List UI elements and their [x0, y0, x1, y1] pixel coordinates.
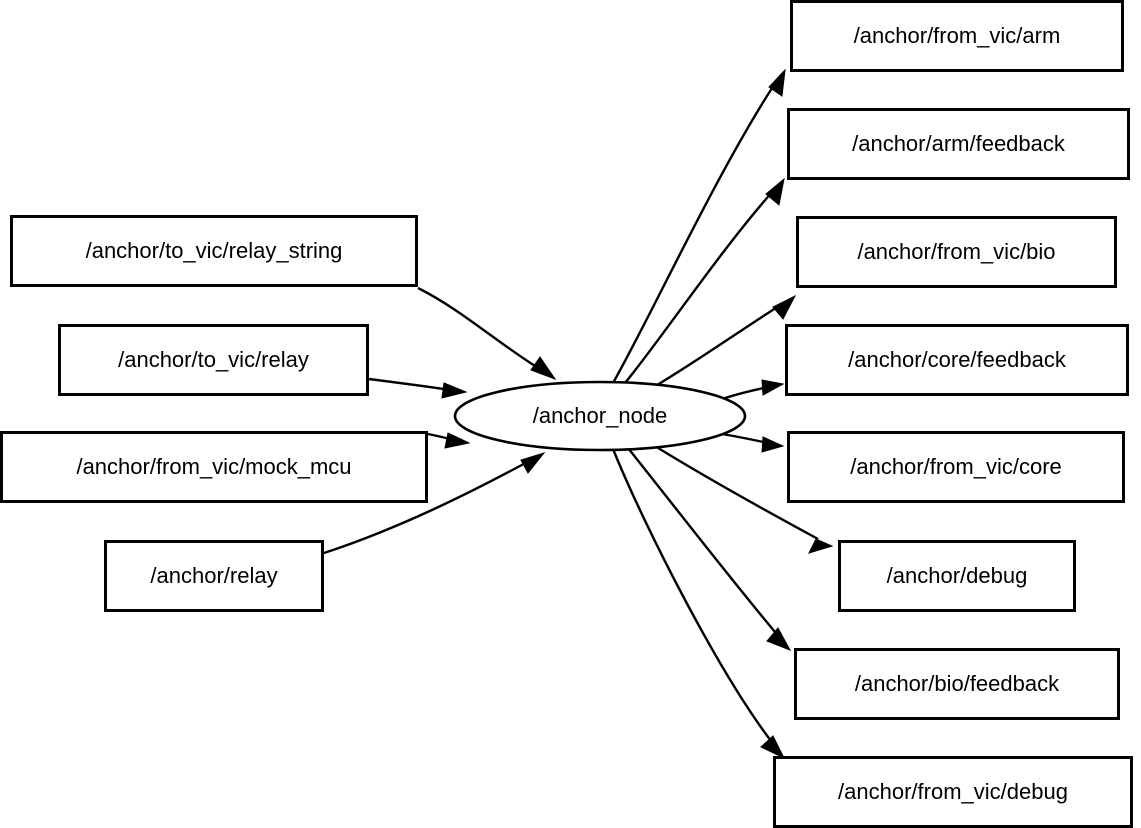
edge-line	[611, 81, 778, 384]
edge-to_vic_relay-to-anchor_node	[368, 377, 468, 399]
node-box-shape[interactable]	[10, 215, 418, 287]
arrowhead-icon	[520, 452, 546, 474]
node-box-shape[interactable]	[787, 431, 1125, 503]
node-from_vic_bio[interactable]: /anchor/from_vic/bio	[796, 216, 1117, 288]
node-box-shape[interactable]	[0, 431, 428, 503]
node-box-shape[interactable]	[787, 108, 1130, 180]
node-box-shape[interactable]	[58, 324, 369, 396]
node-box-shape[interactable]	[790, 0, 1124, 72]
node-box-shape[interactable]	[794, 648, 1120, 720]
node-to_vic_relay_string[interactable]: /anchor/to_vic/relay_string	[10, 215, 418, 287]
arrowhead-icon	[444, 432, 471, 449]
edge-line	[417, 286, 544, 373]
edge-relay-to-anchor_node	[323, 452, 546, 555]
arrowhead-icon	[772, 294, 797, 320]
edge-line	[649, 441, 819, 541]
edge-line	[651, 302, 783, 390]
node-label: /anchor/from_vic/mock_mcu	[76, 454, 351, 479]
arrowhead-icon	[768, 68, 786, 97]
edges-layer	[323, 68, 834, 760]
edge-anchor_node-to-core_feedback	[721, 379, 785, 401]
arrowhead-icon	[760, 735, 786, 760]
node-box-shape[interactable]	[796, 216, 1117, 288]
center-node-label: /anchor_node	[533, 403, 668, 428]
node-label: /anchor/arm/feedback	[852, 131, 1066, 156]
edge-from_vic_mock_mcu-to-anchor_node	[427, 432, 471, 449]
node-ellipse-shape[interactable]	[453, 380, 747, 452]
edge-line	[323, 458, 532, 555]
node-box-shape[interactable]	[773, 756, 1133, 828]
node-arm_feedback[interactable]: /anchor/arm/feedback	[787, 108, 1130, 180]
edge-line	[721, 432, 769, 445]
edge-to_vic_relay_string-to-anchor_node	[417, 286, 557, 381]
edge-line	[627, 447, 781, 639]
node-label: /anchor/from_vic/bio	[857, 239, 1055, 264]
arrowhead-icon	[441, 382, 468, 399]
edge-line	[624, 189, 775, 384]
node-from_vic_mock_mcu[interactable]: /anchor/from_vic/mock_mcu	[0, 431, 428, 503]
edge-anchor_node-to-from_vic_arm	[611, 68, 786, 384]
arrowhead-icon	[761, 379, 785, 396]
node-to_vic_relay[interactable]: /anchor/to_vic/relay	[58, 324, 369, 396]
edge-anchor_node-to-debug	[649, 441, 834, 554]
node-box-shape[interactable]	[785, 324, 1129, 396]
edge-line	[721, 385, 769, 401]
node-relay[interactable]: /anchor/relay	[104, 540, 324, 612]
arrowhead-icon	[808, 538, 834, 554]
node-label: /anchor/to_vic/relay	[118, 347, 309, 372]
edge-anchor_node-to-arm_feedback	[624, 177, 785, 384]
edge-anchor_node-to-bio_feedback	[627, 447, 792, 651]
node-bio_feedback[interactable]: /anchor/bio/feedback	[794, 648, 1120, 720]
edge-anchor_node-to-from_vic_debug	[611, 448, 786, 760]
node-label: /anchor/core/feedback	[848, 347, 1067, 372]
node-label: /anchor/from_vic/arm	[854, 23, 1061, 48]
arrowhead-icon	[765, 177, 785, 206]
arrowhead-icon	[530, 356, 557, 381]
node-core_feedback[interactable]: /anchor/core/feedback	[785, 324, 1129, 396]
edge-line	[368, 377, 452, 392]
node-box-shape[interactable]	[838, 540, 1076, 612]
node-label: /anchor/debug	[887, 563, 1028, 588]
node-label: /anchor/bio/feedback	[855, 671, 1060, 696]
node-from_vic_arm[interactable]: /anchor/from_vic/arm	[790, 0, 1124, 72]
arrowhead-icon	[761, 436, 785, 453]
node-from_vic_core[interactable]: /anchor/from_vic/core	[787, 431, 1125, 503]
node-from_vic_debug[interactable]: /anchor/from_vic/debug	[773, 756, 1133, 828]
node-box-shape[interactable]	[104, 540, 324, 612]
edge-line	[611, 448, 776, 747]
node-label: /anchor/to_vic/relay_string	[86, 238, 343, 263]
arrowhead-icon	[766, 627, 792, 651]
edge-anchor_node-to-from_vic_core	[721, 432, 785, 453]
node-debug[interactable]: /anchor/debug	[838, 540, 1076, 612]
node-label: /anchor/relay	[150, 563, 277, 588]
node-anchor_node[interactable]: /anchor_node	[453, 380, 747, 452]
node-label: /anchor/from_vic/debug	[838, 779, 1068, 804]
edge-anchor_node-to-from_vic_bio	[651, 294, 797, 390]
node-label: /anchor/from_vic/core	[850, 454, 1062, 479]
